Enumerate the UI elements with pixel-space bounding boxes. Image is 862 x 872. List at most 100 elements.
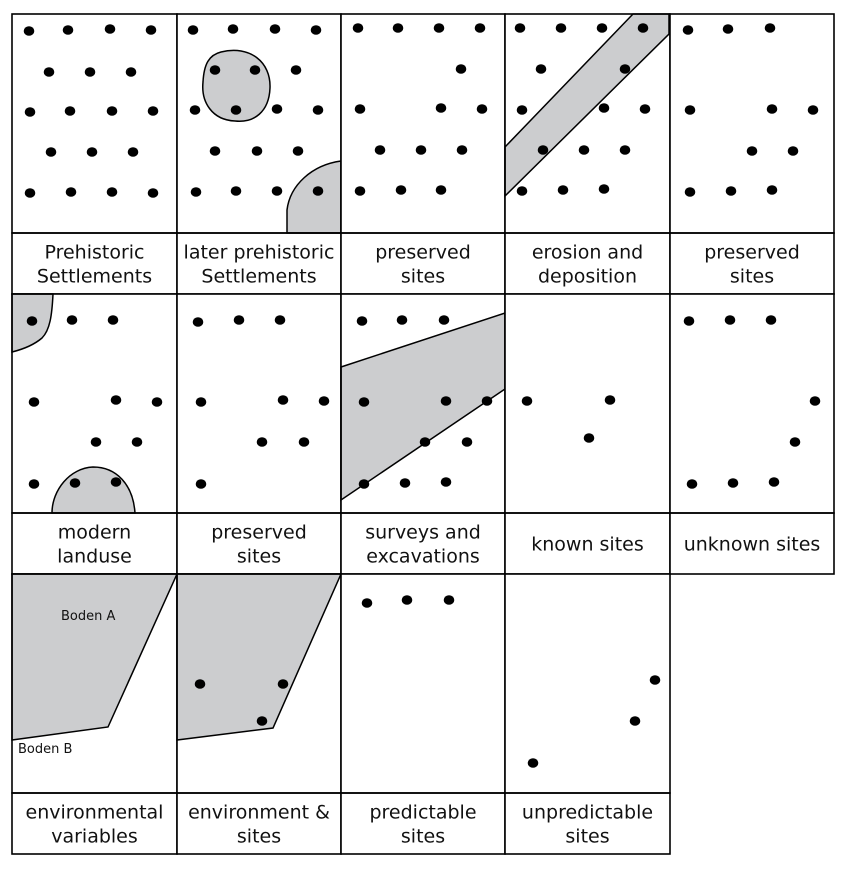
- site-dot: [604, 395, 616, 405]
- panel-caption: surveys and: [365, 522, 481, 544]
- site-dot: [107, 315, 119, 325]
- panel-caption: sites: [401, 266, 445, 288]
- site-dot: [361, 598, 373, 608]
- panel-caption: sites: [237, 826, 281, 848]
- panel-unknown-sites: unknown sites: [669, 293, 835, 575]
- site-dot: [65, 187, 77, 197]
- site-dot: [195, 397, 207, 407]
- site-dot: [147, 188, 159, 198]
- site-dot: [639, 104, 651, 114]
- site-dot: [233, 315, 245, 325]
- site-dot: [516, 105, 528, 115]
- site-dot: [110, 395, 122, 405]
- site-dot: [724, 315, 736, 325]
- site-dot: [312, 186, 324, 196]
- site-dot: [106, 106, 118, 116]
- site-dot: [271, 186, 283, 196]
- panel-caption: excavations: [366, 546, 480, 568]
- site-dot: [277, 395, 289, 405]
- site-dot: [227, 24, 239, 34]
- site-dot: [583, 433, 595, 443]
- site-dot: [768, 477, 780, 487]
- site-dot: [619, 64, 631, 74]
- panel-background: [177, 294, 341, 574]
- panel-caption: environment &: [188, 802, 330, 824]
- site-dot: [557, 185, 569, 195]
- site-dot: [598, 184, 610, 194]
- panel-caption: preserved: [211, 522, 307, 544]
- site-dot: [415, 145, 427, 155]
- site-dot: [151, 397, 163, 407]
- site-dot: [274, 315, 286, 325]
- site-dot: [147, 106, 159, 116]
- site-dot: [64, 106, 76, 116]
- site-dot: [809, 396, 821, 406]
- site-dot: [686, 479, 698, 489]
- site-dot: [396, 315, 408, 325]
- site-dot: [746, 146, 758, 156]
- site-dot: [209, 146, 221, 156]
- site-dot: [84, 67, 96, 77]
- site-dot: [318, 396, 330, 406]
- site-dot: [192, 317, 204, 327]
- site-dot: [476, 104, 488, 114]
- site-dot: [516, 186, 528, 196]
- site-dot: [438, 315, 450, 325]
- site-dot: [271, 104, 283, 114]
- caption-frame: [669, 512, 835, 575]
- site-dot: [251, 146, 263, 156]
- site-dot: [629, 716, 641, 726]
- site-dot: [269, 24, 281, 34]
- site-dot: [104, 24, 116, 34]
- site-dot: [683, 316, 695, 326]
- site-dot: [374, 145, 386, 155]
- site-dot: [195, 479, 207, 489]
- panel-caption: deposition: [538, 266, 637, 288]
- site-dot: [23, 26, 35, 36]
- shaded-region: [286, 160, 342, 234]
- site-dot: [766, 104, 778, 114]
- site-dot: [419, 437, 431, 447]
- site-dot: [521, 396, 533, 406]
- site-dot: [187, 25, 199, 35]
- site-dot: [190, 187, 202, 197]
- site-dot: [765, 315, 777, 325]
- panel-caption: modern: [58, 522, 131, 544]
- site-dot: [145, 25, 157, 35]
- site-dot: [440, 396, 452, 406]
- site-dot: [433, 23, 445, 33]
- site-dot: [230, 186, 242, 196]
- site-dot: [249, 65, 261, 75]
- site-dot: [578, 145, 590, 155]
- site-dot: [69, 478, 81, 488]
- site-dot: [66, 315, 78, 325]
- site-dot: [106, 187, 118, 197]
- site-dot: [514, 23, 526, 33]
- site-dot: [127, 147, 139, 157]
- site-dot: [352, 23, 364, 33]
- panel-caption: known sites: [531, 534, 644, 556]
- caption-frame: [504, 792, 671, 855]
- site-dot: [194, 679, 206, 689]
- site-dot: [807, 105, 819, 115]
- panel-environment-and-sites: environment &sites: [176, 573, 343, 855]
- site-dot: [649, 675, 661, 685]
- site-dot: [764, 23, 776, 33]
- panel-caption: predictable: [369, 802, 476, 824]
- panel-caption: environmental: [26, 802, 164, 824]
- site-dot: [684, 105, 696, 115]
- site-dot: [256, 716, 268, 726]
- site-dot: [292, 146, 304, 156]
- site-dot: [125, 67, 137, 77]
- site-dot: [230, 105, 242, 115]
- site-dot: [392, 23, 404, 33]
